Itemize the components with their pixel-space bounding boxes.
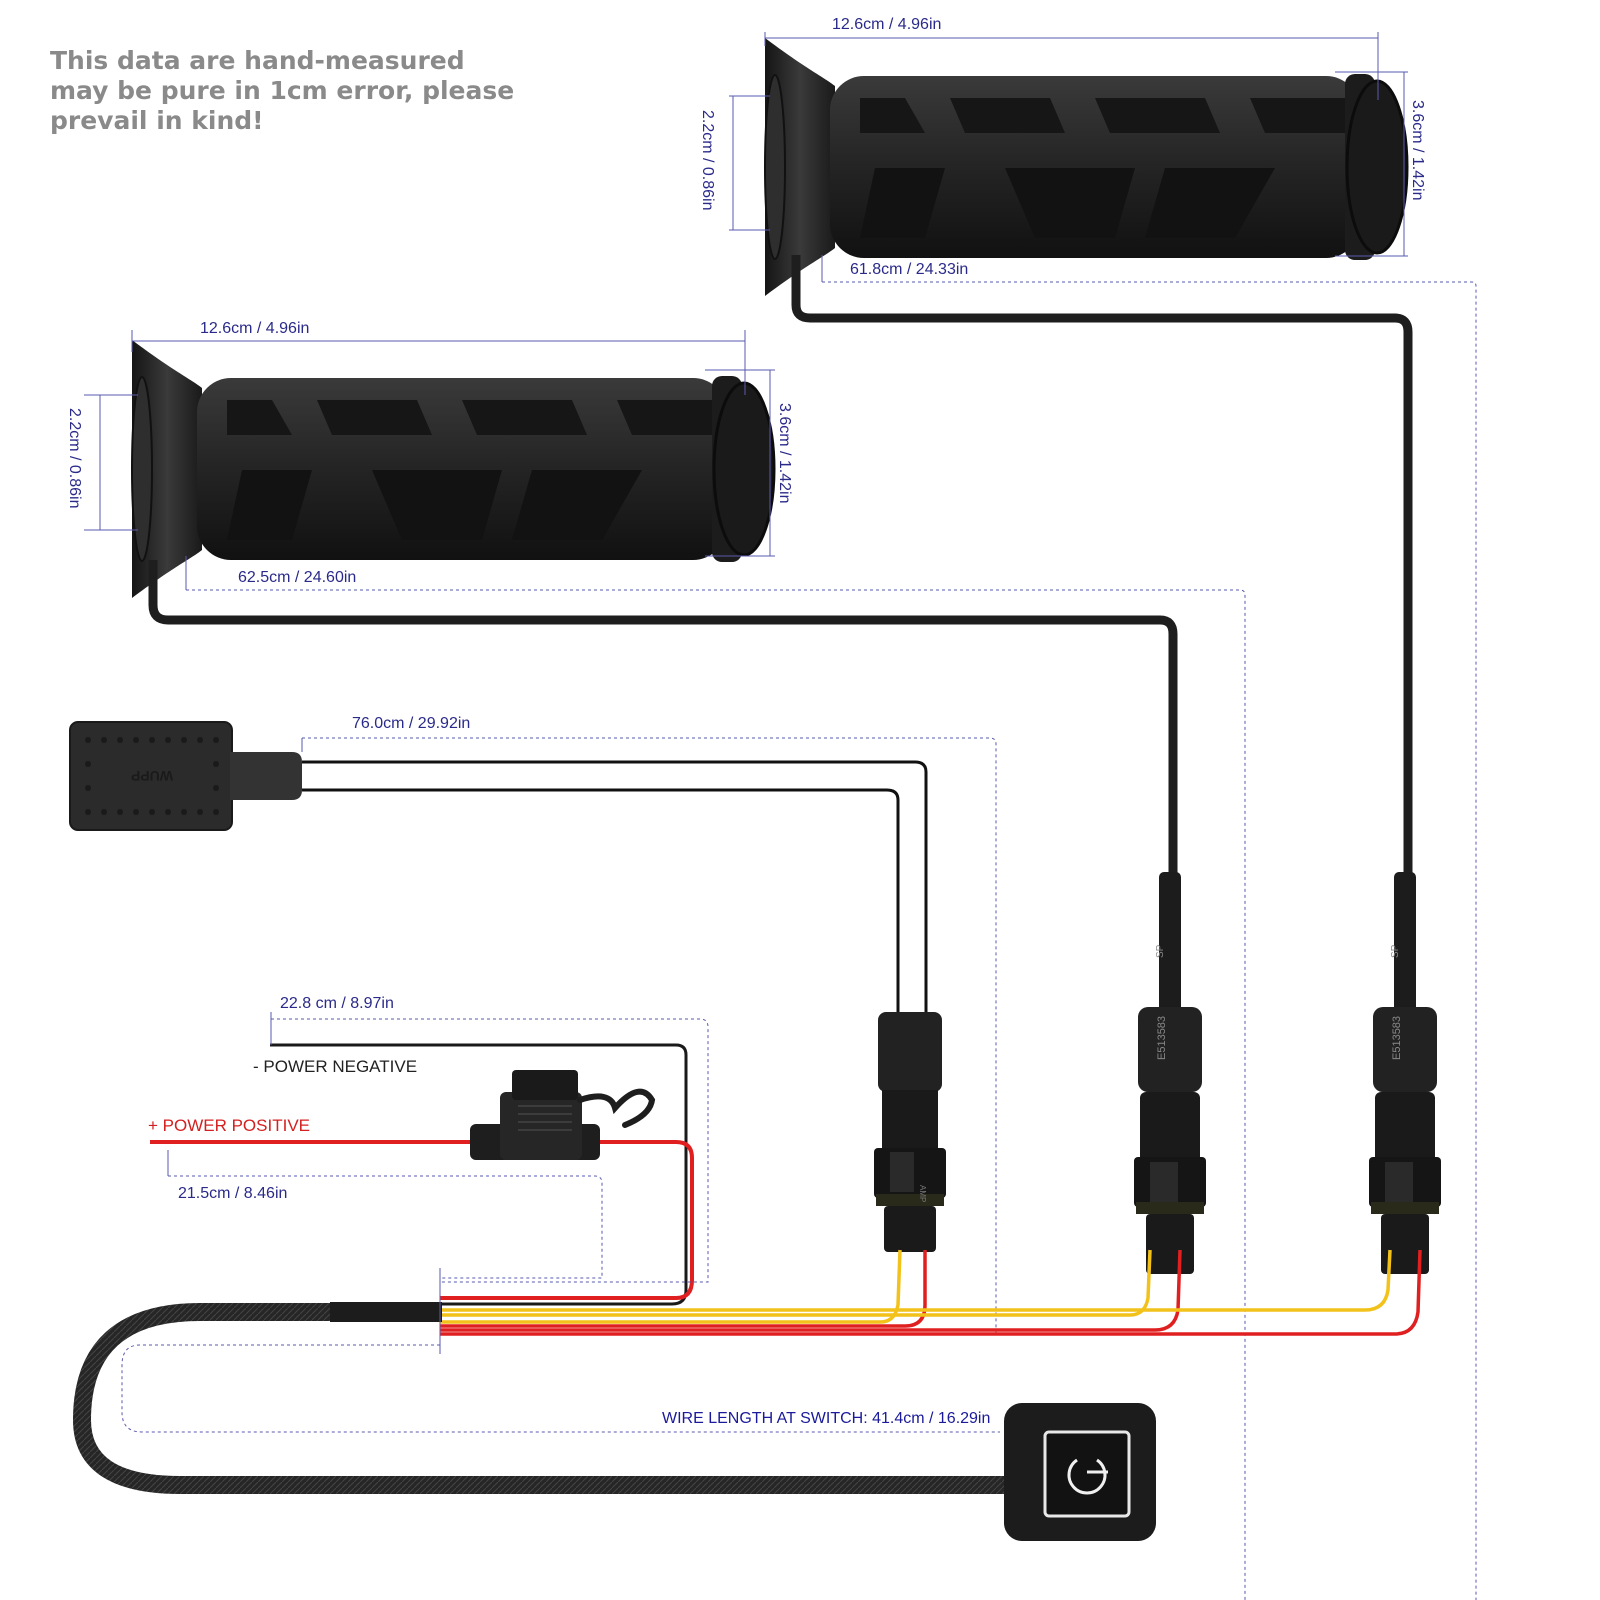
grip-upper [763,36,1409,298]
grip-upper-dimensions: 12.6cm / 4.96in 2.2cm / 0.86in 3.6cm / 1… [699,16,1477,1600]
power-positive-label: + POWER POSITIVE [148,1116,310,1135]
power-positive-length: 21.5cm / 8.46in [178,1185,287,1202]
power-leads [150,1043,694,1306]
power-dimensions: 22.8 cm / 8.97in - POWER NEGATIVE + POWE… [148,995,709,1283]
grip-upper-outer-diameter-label: 3.6cm / 1.42in [1409,100,1426,201]
connector-grip-upper: SP E513583 [1369,872,1441,1274]
sensor-pad-dimensions: 76.0cm / 29.92in [301,715,997,1336]
grip-lower-inner-diameter-label: 2.2cm / 0.86in [66,408,83,509]
grip-lower-length-label: 12.6cm / 4.96in [200,320,309,337]
connector-grip-lower-cert: SP [1155,944,1166,958]
sensor-pad-embossed-text: WUPP [131,768,173,784]
sensor-pad-wire-1 [302,760,928,1015]
switch-wire-label: WIRE LENGTH AT SWITCH: 41.4cm / 16.29in [662,1410,990,1427]
harness-wires [440,1249,1422,1336]
connector-grip-lower-marking: E513583 [1156,1016,1168,1060]
grip-lower-cable-label: 62.5cm / 24.60in [238,569,356,586]
connector-grip-upper-cert: SP [1390,944,1401,958]
sensor-pad-cable-label: 76.0cm / 29.92in [352,715,470,732]
sensor-pad: WUPP [69,721,302,831]
power-negative-length: 22.8 cm / 8.97in [280,995,394,1012]
grip-lower [130,338,776,600]
grip-lower-outer-diameter-label: 3.6cm / 1.42in [776,403,793,504]
grip-lower-cable [148,560,1178,880]
connector-grip-upper-marking: E513583 [1391,1016,1403,1060]
grip-upper-inner-diameter-label: 2.2cm / 0.86in [699,110,716,211]
power-negative-label: - POWER NEGATIVE [253,1057,417,1076]
grip-upper-cable-label: 61.8cm / 24.33in [850,261,968,278]
measurement-note: This data are hand-measured may be pure … [50,46,515,135]
connector-grip-lower: SP E513583 [1134,872,1206,1274]
connector-sensor: AMP [874,1012,946,1252]
power-icon [1067,1458,1108,1495]
grip-lower-dimensions: 12.6cm / 4.96in 2.2cm / 0.86in 3.6cm / 1… [66,320,1246,1600]
connector-sensor-brand: AMP [918,1185,927,1202]
fuse-holder [470,1070,656,1160]
grip-upper-cable [791,255,1413,880]
power-switch[interactable] [1004,1403,1156,1541]
switch-cable: WIRE LENGTH AT SWITCH: 41.4cm / 16.29in [73,1268,1010,1494]
grip-upper-length-label: 12.6cm / 4.96in [832,16,941,33]
sensor-pad-wire-2 [302,788,900,1015]
